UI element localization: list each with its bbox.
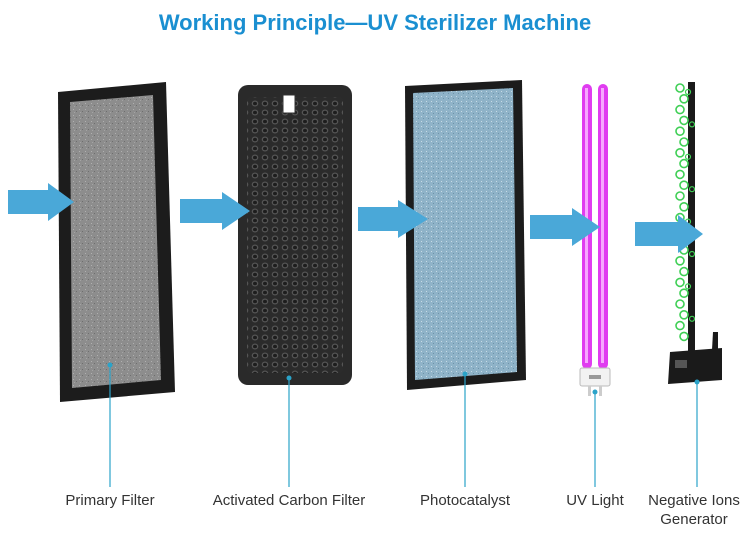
ion-particle	[675, 83, 685, 93]
ion-particle	[675, 148, 685, 158]
airflow-arrow	[8, 183, 74, 221]
uv-lamp-tube	[579, 84, 611, 396]
primary-filter-panel	[58, 82, 175, 402]
component-label-line-1: Negative Ions	[648, 492, 740, 509]
airflow-arrow	[635, 215, 703, 253]
component-label-activated-carbon-filter: Activated Carbon Filter	[212, 492, 366, 509]
ion-particle	[675, 169, 685, 180]
ion-particle	[688, 315, 696, 322]
ion-particle	[675, 320, 685, 331]
ion-particle	[684, 88, 692, 96]
ion-particle	[675, 126, 685, 136]
leader-line	[462, 371, 468, 487]
leader-line	[592, 389, 598, 487]
ion-particle	[675, 299, 685, 309]
leader-line	[107, 362, 113, 487]
leader-line	[694, 379, 700, 487]
ion-particle	[679, 94, 689, 104]
ion-particle	[684, 153, 692, 160]
airflow-arrow	[358, 200, 428, 238]
ion-particle	[679, 158, 689, 169]
component-label-line-2: Generator	[660, 511, 728, 528]
ion-particle	[684, 283, 692, 290]
airflow-arrow	[180, 192, 250, 230]
component-label-primary-filter: Primary Filter	[65, 492, 155, 509]
ion-particle	[675, 277, 685, 288]
component-label-negative-ions-generator: Negative Ions Generator	[640, 491, 748, 529]
photocatalyst-panel	[405, 80, 526, 390]
ion-particle	[679, 180, 689, 190]
ion-particle	[679, 202, 689, 212]
carbon-honeycomb-panel	[238, 85, 352, 385]
ion-particle	[688, 250, 696, 258]
airflow-arrow	[530, 208, 600, 246]
ion-particle	[679, 288, 689, 299]
ion-particle	[679, 309, 689, 320]
ion-particle	[675, 255, 685, 266]
ion-particle	[679, 266, 689, 277]
ion-particle	[679, 115, 689, 126]
component-label-uv-light: UV Light	[566, 492, 624, 509]
page-title: Working Principle—UV Sterilizer Machine	[158, 10, 592, 35]
ion-particle	[675, 191, 685, 201]
ion-particle	[688, 186, 696, 193]
component-label-photocatalyst: Photocatalyst	[419, 492, 511, 509]
ion-particle	[688, 121, 696, 128]
leader-line	[286, 375, 292, 487]
ion-particle	[679, 331, 689, 342]
ion-particle	[675, 104, 685, 115]
ion-particle	[679, 137, 689, 147]
